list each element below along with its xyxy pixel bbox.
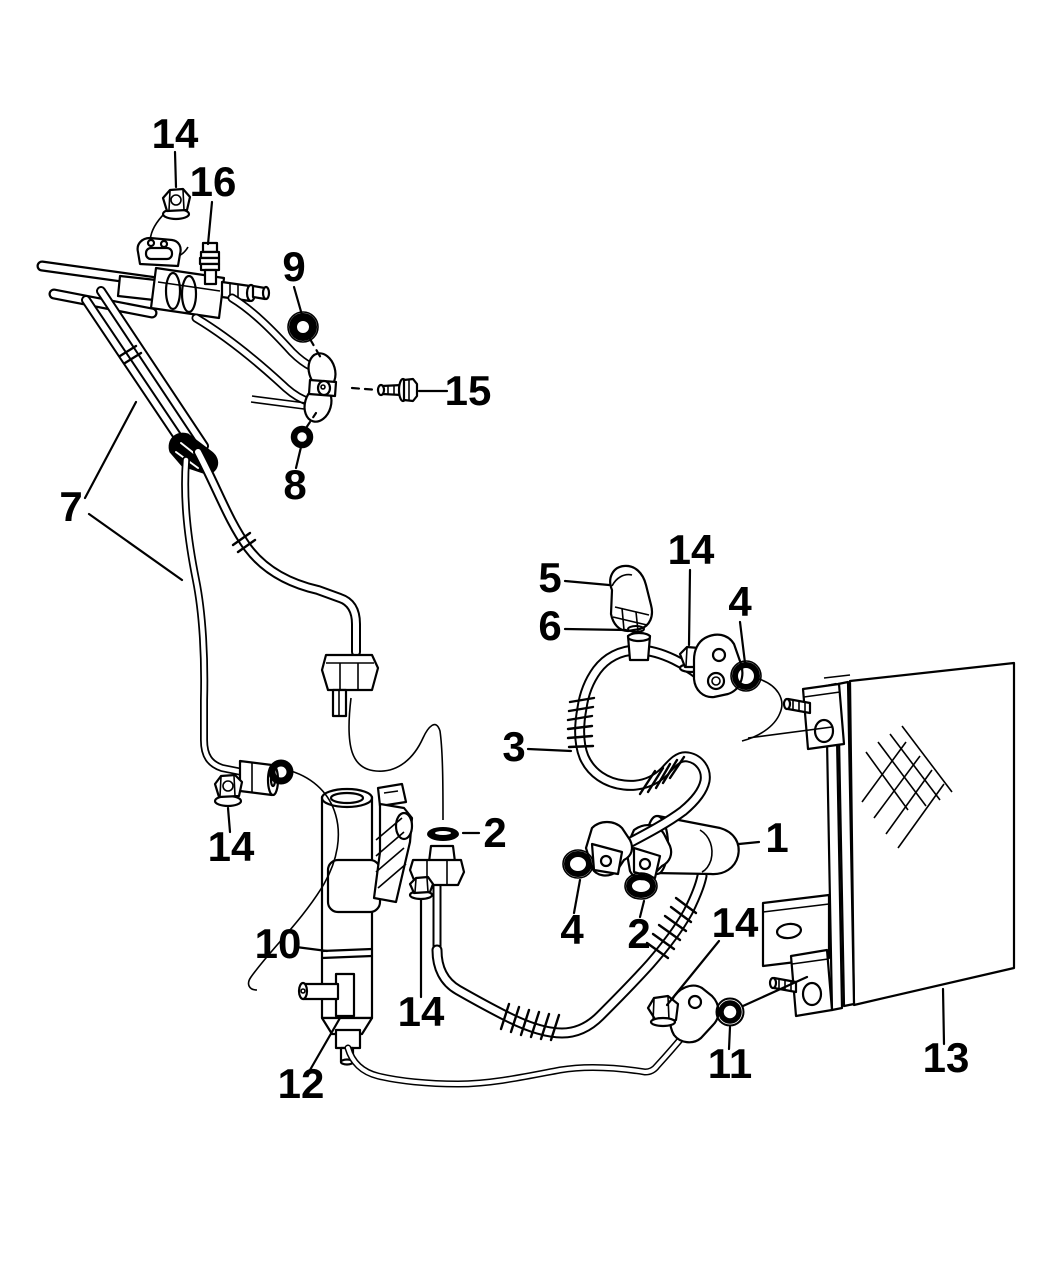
callout-14-top: 14 <box>152 110 199 157</box>
hose-corrugation <box>566 696 686 796</box>
oring-2-lower <box>624 872 658 900</box>
hose3-flange <box>692 633 744 699</box>
liquid-line-bottom <box>344 984 720 1088</box>
nut-14-top <box>161 187 192 221</box>
callout-leaders <box>83 150 946 1072</box>
hose-corrugation <box>499 896 698 1042</box>
nut-14-bottom-right <box>646 994 680 1028</box>
suction-hose-lower <box>431 870 708 1042</box>
service-valve-16 <box>198 241 221 286</box>
callout-2-lower: 2 <box>627 910 650 957</box>
oring-4-upper <box>730 660 833 742</box>
callout-11: 11 <box>708 1040 752 1087</box>
switch-port <box>626 631 652 662</box>
junction-valve-block <box>116 212 226 320</box>
line-end-block-fitting <box>320 653 380 718</box>
oring-9 <box>287 311 319 343</box>
nut-14-bottom-center <box>408 875 435 901</box>
callout-15: 15 <box>445 367 492 414</box>
callout-labels: 14 16 9 15 8 7 5 6 14 4 3 2 4 2 1 14 14 … <box>59 110 969 1107</box>
callout-10: 10 <box>255 920 302 967</box>
callout-1: 1 <box>765 814 788 861</box>
condenser-upper-fitting <box>782 682 846 751</box>
liquid-line-flange <box>668 984 720 1044</box>
pressure-switch <box>609 564 654 633</box>
suction-hose-3 <box>566 631 744 849</box>
receiver-drier <box>297 787 382 1066</box>
condenser-fins-hatch <box>861 725 953 849</box>
nut-14-left <box>213 773 244 808</box>
callout-13: 13 <box>923 1034 970 1081</box>
oring-11 <box>715 997 745 1027</box>
callout-5: 5 <box>538 554 561 601</box>
callout-6: 6 <box>538 602 561 649</box>
hose3-elbow-fitting <box>584 820 634 877</box>
callout-12: 12 <box>278 1060 325 1107</box>
flange-bolt-15 <box>376 377 419 403</box>
callout-16: 16 <box>190 158 237 205</box>
oring-8-upper <box>290 425 314 449</box>
callout-2-left: 2 <box>483 809 506 856</box>
oring-8-lower <box>268 759 294 785</box>
condenser-lower-fitting <box>768 948 834 1018</box>
ac-lines-assembly <box>36 260 361 776</box>
evaporator-tube-pair <box>191 293 317 410</box>
callout-14-bottom-right: 14 <box>712 899 759 946</box>
callout-14-bottom-center: 14 <box>398 988 445 1035</box>
callout-14-left: 14 <box>208 823 255 870</box>
callout-4-lower: 4 <box>560 906 584 953</box>
butterfly-flange <box>303 352 338 423</box>
condenser-bracket <box>761 893 831 968</box>
oring-6 <box>627 625 645 633</box>
assembly-guide-curves <box>247 697 444 991</box>
oring-2-left <box>427 827 459 841</box>
callout-3: 3 <box>502 723 525 770</box>
callout-14-mid: 14 <box>668 526 715 573</box>
callout-4-upper: 4 <box>728 578 752 625</box>
drier-side-port <box>297 972 356 1018</box>
condenser-drawing <box>761 661 1016 1018</box>
callout-8-upper: 8 <box>283 461 306 508</box>
oring-4-lower <box>562 849 594 879</box>
callout-7: 7 <box>59 483 82 530</box>
callout-9: 9 <box>282 243 305 290</box>
drier-mounting-bracket <box>372 782 414 904</box>
suction-line-fitting <box>408 844 466 957</box>
